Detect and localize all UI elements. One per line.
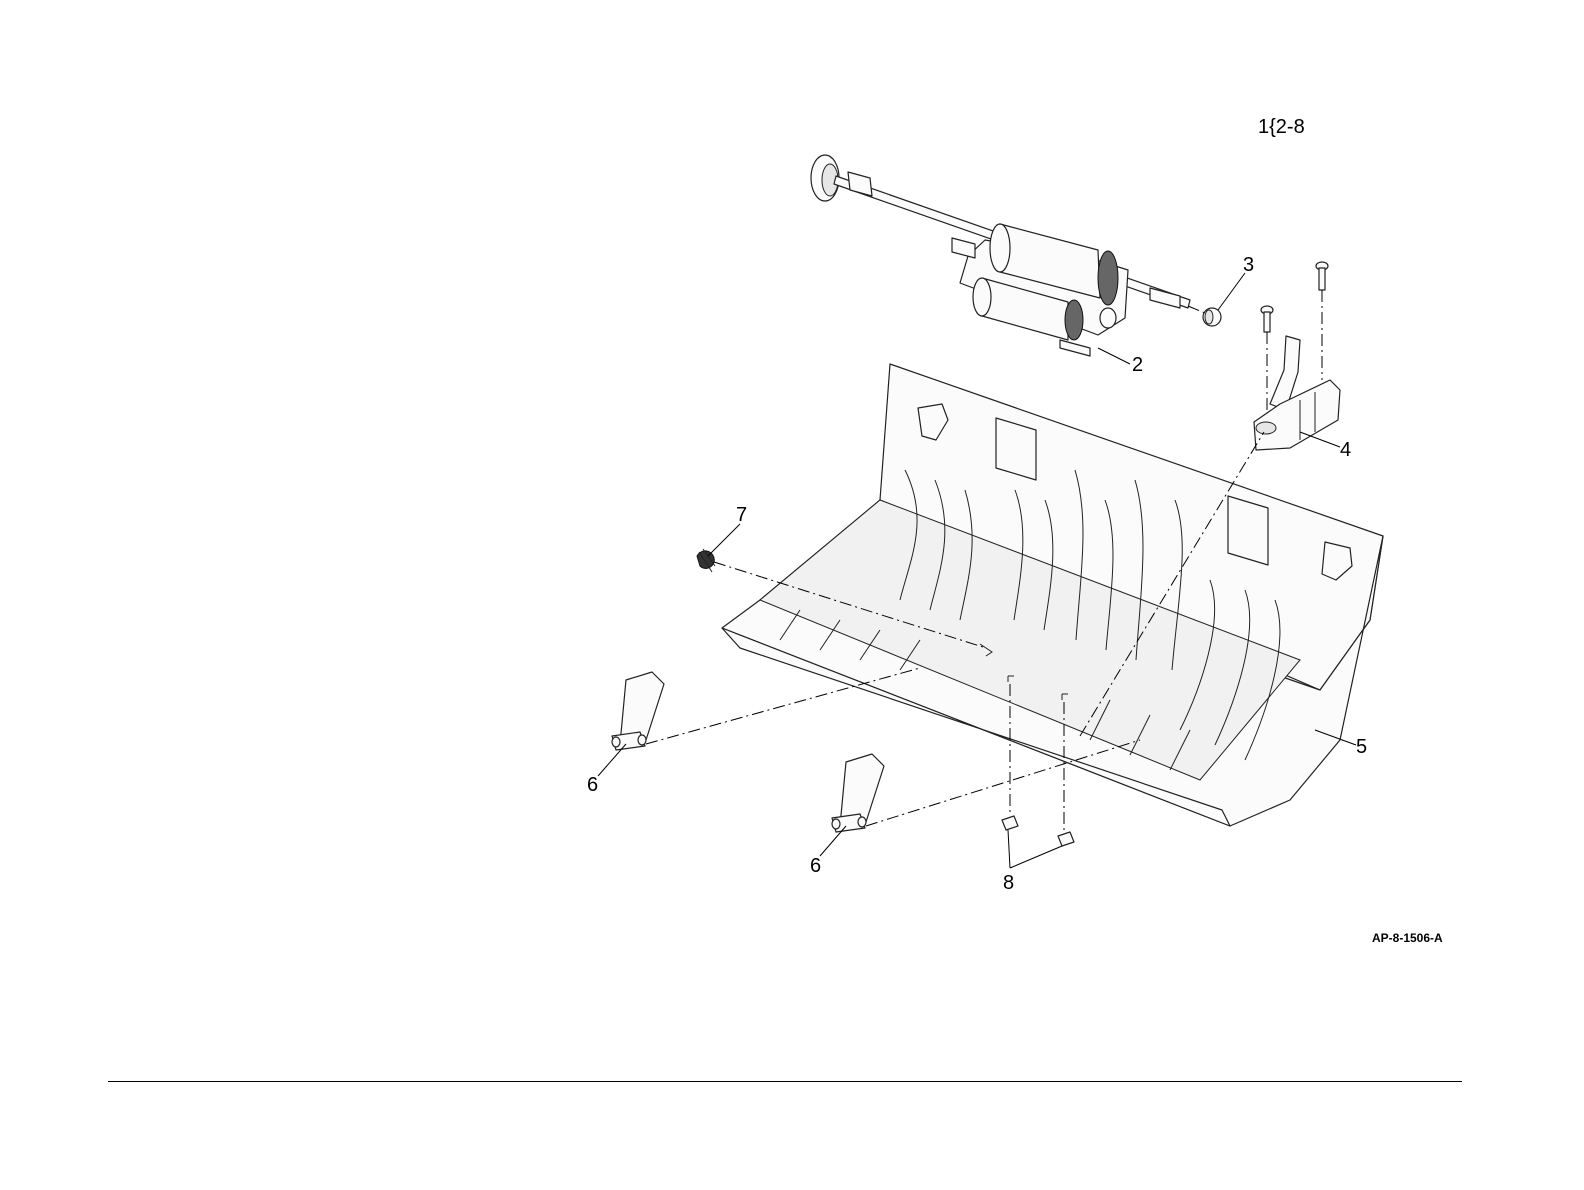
lever-left: [612, 672, 664, 750]
callout-5: 5: [1356, 736, 1367, 758]
callout-8: 8: [1003, 872, 1014, 894]
feed-roller-assembly: [811, 155, 1190, 356]
tray-part: [218, 364, 1383, 826]
callout-6-left: 6: [587, 774, 598, 796]
range-label: 1{2-8: [1258, 116, 1305, 138]
callout-7: 7: [736, 504, 747, 526]
callout-2: 2: [1132, 354, 1143, 376]
callout-6-right: 6: [810, 855, 821, 877]
lever-right: [832, 754, 884, 832]
spring-part: [697, 549, 715, 572]
screw-right: [1316, 262, 1328, 290]
footer-rule: [108, 1081, 1462, 1082]
bushing-part: [1203, 308, 1221, 326]
callout-3: 3: [1243, 254, 1254, 276]
figure-id: AP-8-1506-A: [1372, 931, 1443, 945]
callout-4: 4: [1340, 439, 1351, 461]
screw-left: [1261, 306, 1273, 332]
